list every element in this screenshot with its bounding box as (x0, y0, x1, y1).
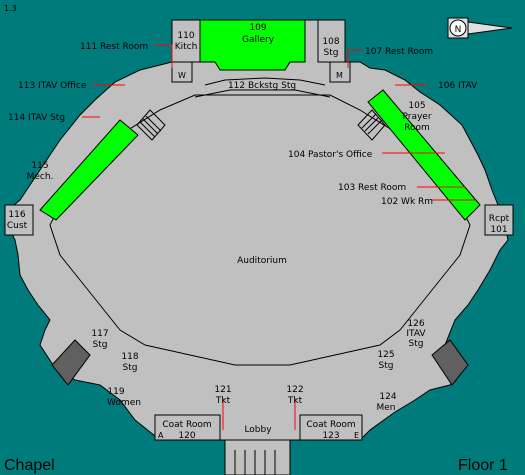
label-119-num: 119 (107, 387, 124, 397)
stage-edge (194, 89, 331, 98)
corner-number: 1.3 (4, 4, 17, 13)
label-125-name: Stg (379, 361, 394, 371)
label-117-num: 117 (91, 329, 108, 339)
lobby-entry (224, 439, 291, 475)
left-aisle-highlight (39, 119, 139, 221)
label-126-num: 126 (407, 319, 424, 329)
label-110-name: Kitch (175, 42, 198, 52)
coat-room-123-box (299, 414, 363, 441)
label-105-name1: Prayer (402, 112, 431, 122)
label-123-name: Coat Room (306, 420, 355, 430)
label-118-name: Stg (123, 363, 138, 373)
restroom-m-box (329, 61, 351, 83)
label-111: 111 Rest Room (80, 42, 148, 52)
label-110-num: 110 (177, 31, 194, 41)
label-116-name: Cust (7, 221, 28, 231)
room-116-box (4, 204, 34, 236)
label-lobby: Lobby (244, 425, 272, 435)
stair-right-upper (357, 109, 386, 141)
label-107: 107 Rest Room (365, 47, 433, 57)
label-112: 112 Bckstg Stg (228, 81, 296, 91)
coat-room-120-box (154, 414, 221, 441)
label-119-name: Women (107, 398, 141, 408)
gallery-highlight (199, 19, 306, 71)
label-118-num: 118 (121, 352, 138, 362)
restroom-w-box (171, 61, 193, 83)
label-115-num: 115 (31, 161, 48, 171)
stair-left-lower (51, 339, 91, 386)
label-103: 103 Rest Room (338, 183, 406, 193)
floor-label: Floor 1 (458, 457, 508, 474)
label-120-name: Coat Room (162, 420, 211, 430)
label-101-name: Rcpt (489, 214, 510, 224)
room-110-box (171, 19, 201, 63)
label-109-num: 109 (249, 23, 266, 33)
label-115-name: Mech. (27, 172, 54, 182)
label-126-name1: ITAV (406, 329, 426, 339)
label-114: 114 ITAV Stg (8, 113, 65, 123)
mark-e: E (354, 431, 359, 440)
label-122-name: Tkt (287, 396, 303, 406)
lobby-doors (234, 450, 276, 475)
label-106: 106 ITAV (438, 81, 478, 91)
compass-needle-icon (467, 21, 513, 35)
label-121-num: 121 (214, 385, 231, 395)
label-126-name2: Stg (409, 339, 424, 349)
label-125-num: 125 (377, 350, 394, 360)
leader-lines (82, 44, 475, 430)
label-120-num: 120 (178, 431, 195, 441)
label-108-name: Stg (324, 48, 339, 58)
label-116-num: 116 (8, 210, 25, 220)
stair-right-lower (431, 339, 469, 386)
mark-w: W (178, 71, 186, 80)
label-122-num: 122 (286, 385, 303, 395)
label-105-num: 105 (408, 101, 425, 111)
compass-letter: N (455, 25, 462, 35)
label-117-name: Stg (93, 340, 108, 350)
label-102: 102 Wk Rm (381, 197, 433, 207)
mark-a: A (158, 431, 164, 440)
stair-left-upper (136, 109, 166, 141)
label-124-num: 124 (379, 392, 396, 402)
label-113: 113 ITAV Office (18, 81, 87, 91)
compass-rose: N (447, 17, 513, 39)
label-104: 104 Pastor's Office (288, 150, 373, 160)
label-105-name2: Room (404, 123, 430, 133)
room-101-box (484, 204, 514, 236)
building-name: Chapel (4, 457, 55, 474)
stage-arc (204, 77, 326, 86)
label-109-name: Gallery (242, 35, 275, 45)
label-121-name: Tkt (215, 396, 231, 406)
label-101-num: 101 (490, 225, 507, 235)
label-123-num: 123 (322, 431, 339, 441)
label-108-num: 108 (322, 37, 339, 47)
label-auditorium: Auditorium (237, 256, 287, 266)
label-124-name: Men (376, 403, 395, 413)
mark-m: M (336, 71, 343, 80)
